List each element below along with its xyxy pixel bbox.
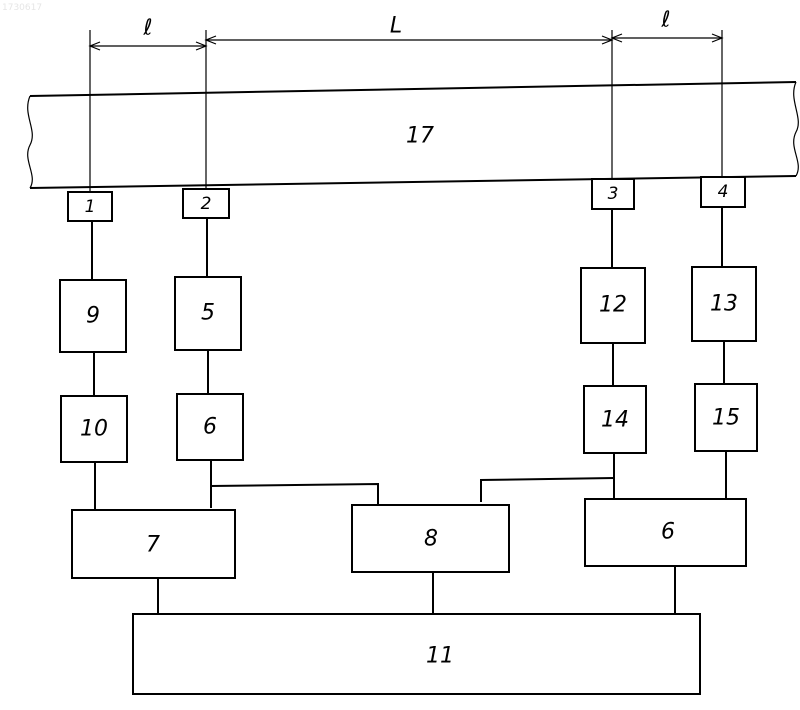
dimension-lines: ℓ L ℓ — [90, 8, 722, 196]
block-13-label: 13 — [710, 292, 738, 317]
pipe-17: 17 — [28, 82, 799, 188]
blocks-row-3: 7 8 6 — [72, 499, 746, 578]
dimension-label-l-right: ℓ — [660, 8, 670, 33]
pipe-bottom-edge — [30, 176, 796, 188]
connector — [211, 484, 378, 507]
dimension-label-l-left: ℓ — [142, 16, 152, 41]
block-15-label: 15 — [712, 406, 740, 431]
sensor-3-label: 3 — [608, 184, 619, 204]
faint-header-text: 1730617 — [2, 3, 42, 13]
pipe-top-edge — [30, 82, 796, 96]
block-6-left-label: 6 — [203, 415, 217, 440]
block-10-label: 10 — [80, 417, 108, 442]
sensor-1-label: 1 — [85, 197, 96, 217]
label-17: 17 — [406, 124, 434, 149]
block-11-label: 11 — [426, 644, 454, 669]
blocks-row-2: 10 6 14 15 — [61, 384, 757, 462]
sensor-2-label: 2 — [201, 194, 212, 214]
block-11-group: 11 — [133, 614, 700, 694]
block-8-label: 8 — [424, 527, 438, 552]
sensor-4-label: 4 — [718, 182, 729, 202]
sensors: 1 2 3 4 — [68, 177, 745, 221]
dimension-label-L: L — [390, 14, 402, 39]
block-7-label: 7 — [146, 533, 160, 558]
pipe-break-right — [794, 82, 799, 176]
blocks-row-1: 9 5 12 13 — [60, 267, 756, 352]
block-9-label: 9 — [86, 304, 100, 329]
pipe-break-left — [28, 96, 33, 188]
block-12-label: 12 — [599, 293, 627, 318]
block-6-right-label: 6 — [661, 520, 675, 545]
block-5-label: 5 — [201, 301, 215, 326]
block-11 — [133, 614, 700, 694]
block-14-label: 14 — [601, 408, 629, 433]
